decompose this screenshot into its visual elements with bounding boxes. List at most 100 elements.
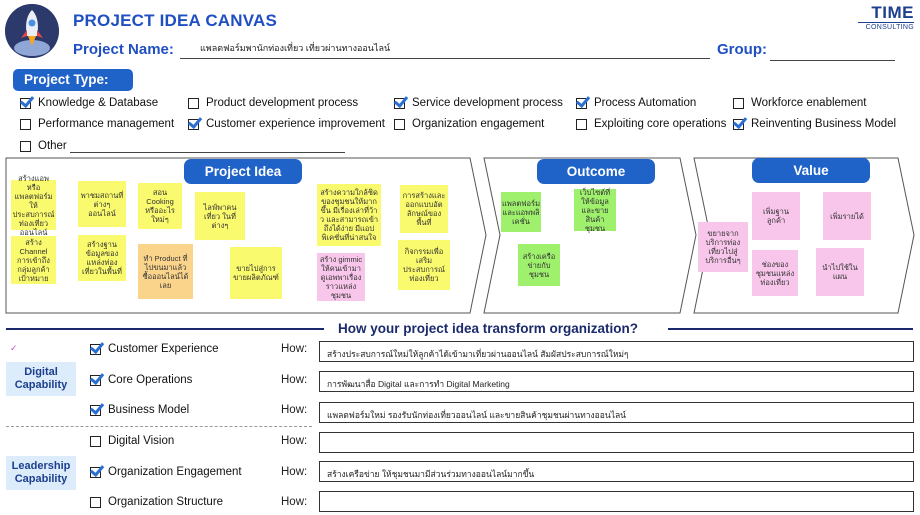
option-reinventing-business-model[interactable]: Reinventing Business Model: [733, 118, 896, 130]
checkbox[interactable]: [576, 97, 587, 109]
how-input-customer-experience[interactable]: สร้างประสบการณ์ใหม่ให้ลูกค้าได้เข้ามาเที…: [319, 341, 914, 362]
sticky-note: สร้างความใกล้ชิดของชุมชนให้มากขึ้น มีเรื…: [317, 184, 381, 246]
how-label: How:: [281, 435, 308, 447]
option-other[interactable]: Other: [20, 140, 67, 152]
project-type-label: Project Type:: [13, 69, 133, 91]
sticky-note: พาชมสถานที่ต่างๆ ออนไลน์: [78, 181, 126, 227]
sticky-note: เว็บไซต์ที่ให้ข้อมูลและขายสินค้าชุมชน: [574, 188, 616, 233]
transform-option-core-operations[interactable]: Core Operations: [90, 374, 192, 386]
brand-sub: CONSULTING: [858, 22, 914, 32]
option-label: Digital Vision: [108, 435, 175, 447]
transform-option-business-model[interactable]: Business Model: [90, 404, 189, 416]
other-field[interactable]: [70, 152, 345, 153]
project-name-line: [180, 58, 710, 59]
checkbox[interactable]: [90, 496, 101, 508]
divider-line: [668, 328, 913, 330]
option-label: Performance management: [38, 118, 175, 130]
option-label: Organization engagement: [412, 118, 545, 130]
checkbox[interactable]: [90, 435, 101, 447]
option-knowledge-database[interactable]: Knowledge & Database: [20, 97, 158, 109]
checkbox[interactable]: [90, 466, 101, 478]
how-label: How:: [281, 374, 308, 386]
check-mark-icon: ✓: [10, 343, 18, 353]
option-label: Knowledge & Database: [38, 97, 159, 109]
checkbox[interactable]: [394, 118, 405, 130]
sticky-note: เพิ่มฐานลูกค้า: [752, 192, 800, 240]
how-label: How:: [281, 404, 308, 416]
how-input-organization-engagement[interactable]: สร้างเครือข่าย ให้ชุมชนมามีส่วนร่วมทางออ…: [319, 461, 914, 482]
how-input-business-model[interactable]: แพลตฟอร์มใหม่ รองรับนักท่องเที่ยวออนไลน์…: [319, 402, 914, 423]
how-input-core-operations[interactable]: การพัฒนาสื่อ Digital และการทำ Digital Ma…: [319, 371, 914, 392]
checkbox[interactable]: [90, 374, 101, 386]
how-label: How:: [281, 343, 308, 355]
brand-main: TIME: [871, 3, 914, 22]
option-performance-management[interactable]: Performance management: [20, 118, 174, 130]
option-label: Organization Engagement: [108, 466, 242, 478]
how-input-organization-structure[interactable]: [319, 491, 914, 512]
option-label: Product development process: [206, 97, 359, 109]
rocket-icon: [5, 4, 59, 58]
how-label: How:: [281, 496, 308, 508]
checkbox[interactable]: [20, 97, 31, 109]
leadership-capability-label: Leadership Capability: [6, 456, 76, 490]
option-exploiting-core-operations[interactable]: Exploiting core operations: [576, 118, 726, 130]
checkbox[interactable]: [188, 118, 199, 130]
sticky-note: ขยายจากบริการท่องเที่ยวไปสู่บริการอื่นๆ: [698, 222, 748, 272]
sticky-note: กิจกรรมเพื่อเสริมประสบการณ์ท่องเที่ยว: [398, 240, 450, 290]
sticky-note: นำไปใช้ในแผน: [816, 248, 864, 296]
value-header: Value: [752, 158, 870, 183]
option-label: Core Operations: [108, 374, 193, 386]
checkbox[interactable]: [733, 97, 744, 109]
option-label: Reinventing Business Model: [751, 118, 897, 130]
checkbox[interactable]: [20, 118, 31, 130]
checkbox[interactable]: [188, 97, 199, 109]
transform-title: How your project idea transform organiza…: [338, 321, 639, 336]
digital-capability-label: Digital Capability: [6, 362, 76, 396]
outcome-header: Outcome: [537, 159, 655, 184]
option-service-development[interactable]: Service development process: [394, 97, 563, 109]
transform-option-digital-vision[interactable]: Digital Vision: [90, 435, 174, 447]
transform-option-organization-engagement[interactable]: Organization Engagement: [90, 466, 242, 478]
sticky-note: ช่องของชุมชนแหล่งท่องเที่ยว: [752, 250, 798, 296]
project-idea-header: Project Idea: [184, 159, 302, 184]
project-name-value[interactable]: แพลตฟอร์มพานักท่องเที่ยว เที่ยวผ่านทางออ…: [200, 43, 391, 53]
option-label: Customer Experience: [108, 343, 219, 355]
checkbox[interactable]: [90, 404, 101, 416]
option-label: Workforce enablement: [751, 97, 867, 109]
how-input-digital-vision[interactable]: [319, 432, 914, 453]
divider-line: [6, 328, 324, 330]
sticky-note: สร้างแอพหรือแพลตฟอร์มให้ประสบการณ์ท่องเท…: [11, 174, 56, 237]
transform-option-organization-structure[interactable]: Organization Structure: [90, 496, 223, 508]
group-label: Group:: [717, 41, 767, 58]
checkbox[interactable]: [90, 343, 101, 355]
option-product-development[interactable]: Product development process: [188, 97, 358, 109]
transform-option-customer-experience[interactable]: Customer Experience: [90, 343, 219, 355]
checkbox[interactable]: [20, 140, 31, 152]
section-divider: [6, 426, 312, 427]
sticky-note: สร้าง gimmic ให้คนเข้ามาดูเอพพาเรื่องราว…: [317, 253, 365, 301]
sticky-note: สร้าง Channel การเข้าถึงกลุ่มลูกค้าเป้าห…: [11, 236, 56, 284]
sticky-note: สร้างเครือข่ายกับชุมชน: [518, 244, 560, 286]
option-customer-experience-improvement[interactable]: Customer experience improvement: [188, 118, 385, 130]
option-workforce-enablement[interactable]: Workforce enablement: [733, 97, 866, 109]
sticky-note: สร้างฐานข้อมูลของแหล่งท่องเที่ยวในพื้นที…: [78, 235, 126, 281]
option-label: Organization Structure: [108, 496, 224, 508]
group-field[interactable]: [770, 60, 895, 61]
option-label: Service development process: [412, 97, 563, 109]
sticky-note: ทำ Product ที่ไปขนมาแล้วซื้อออนไลน์ได้เล…: [138, 244, 193, 299]
option-label: Customer experience improvement: [206, 118, 385, 130]
option-label: Exploiting core operations: [594, 118, 727, 130]
sticky-note: ไลฟ์พาคนเที่ยว ในที่ต่างๆ: [195, 192, 245, 240]
brand-logo: TIME CONSULTING: [858, 4, 914, 32]
how-label: How:: [281, 466, 308, 478]
rocket-logo: [5, 4, 59, 58]
option-label: Process Automation: [594, 97, 697, 109]
option-organization-engagement[interactable]: Organization engagement: [394, 118, 544, 130]
option-process-automation[interactable]: Process Automation: [576, 97, 696, 109]
sticky-note: สอน Cooking หรืออะไรใหม่ๆ: [138, 183, 182, 229]
checkbox[interactable]: [394, 97, 405, 109]
checkbox[interactable]: [576, 118, 587, 130]
page-title: PROJECT IDEA CANVAS: [73, 11, 278, 30]
option-label: Other: [38, 140, 67, 152]
checkbox[interactable]: [733, 118, 744, 130]
